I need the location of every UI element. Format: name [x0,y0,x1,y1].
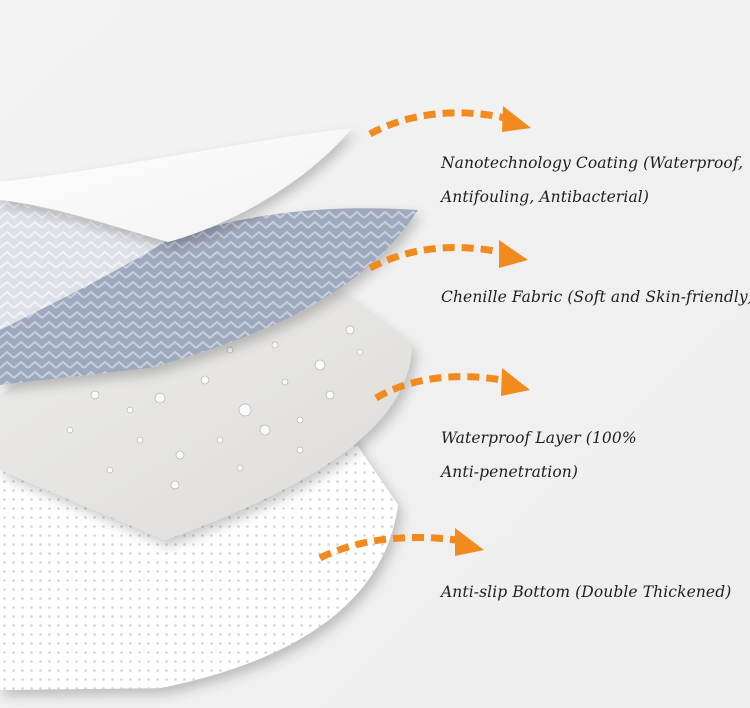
water-droplet [238,403,252,417]
water-droplet [90,390,100,400]
label-line: Nanotechnology Coating (Waterproof, [441,154,744,172]
water-droplet [281,378,289,386]
arrow-icon [368,106,531,138]
water-droplet [126,406,134,414]
nano-coating-layer [0,128,352,242]
water-droplet [236,464,244,472]
water-droplet [345,325,355,335]
water-droplet [259,424,271,436]
water-droplet [175,450,185,460]
water-droplet [226,346,234,354]
arrow-icon [374,368,530,402]
label-line: Antifouling, Antibacterial) [441,188,650,206]
water-droplet [216,436,224,444]
water-droplet [296,416,304,424]
water-droplet [356,348,364,356]
water-droplet [325,390,335,400]
label-line: Anti-penetration) [441,463,578,481]
water-droplet [271,341,279,349]
water-droplet [66,426,74,434]
layer-label-nano-coating: Nanotechnology Coating (Waterproof, Anti… [441,146,743,214]
water-droplet [106,466,114,474]
arrow-icon [368,240,528,272]
layer-label-anti-slip: Anti-slip Bottom (Double Thickened) [441,575,731,609]
water-droplet [200,375,210,385]
layer-label-chenille-fabric: Chenille Fabric (Soft and Skin-friendly) [441,280,750,314]
water-droplet [314,359,326,371]
water-droplet [296,446,304,454]
layer-label-waterproof: Waterproof Layer (100% Anti-penetration) [441,421,637,489]
arrow-icon [318,528,484,562]
arrow-group [318,106,531,562]
water-droplet [154,392,166,404]
chenille-fabric-top-edge [0,198,168,330]
label-line: Waterproof Layer (100% [441,429,637,447]
water-droplets [66,325,364,490]
water-droplet [170,480,180,490]
label-line: Chenille Fabric (Soft and Skin-friendly) [441,288,750,306]
water-droplet [136,436,144,444]
label-line: Anti-slip Bottom (Double Thickened) [441,583,732,601]
